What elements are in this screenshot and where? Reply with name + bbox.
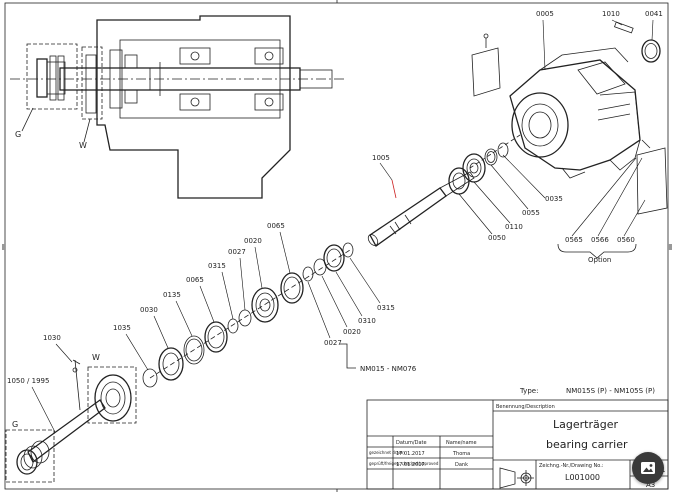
part-label-0027-upper: 0027 xyxy=(228,248,246,256)
row1-name: Thoma xyxy=(452,451,470,457)
part-labels: 0005 1010 0041 1005 0035 0055 0110 0050 … xyxy=(7,10,663,433)
part-label-0110: 0110 xyxy=(505,223,523,231)
lower-label-w: W xyxy=(92,353,100,362)
part-0041-seal xyxy=(641,39,661,63)
part-label-0030: 0030 xyxy=(140,306,158,314)
lower-shaft xyxy=(5,359,106,483)
part-label-1050-1995: 1050 / 1995 xyxy=(7,377,49,385)
expand-image-button[interactable] xyxy=(632,452,664,484)
part-label-1010: 1010 xyxy=(602,10,620,18)
part-label-1035: 1035 xyxy=(113,324,131,332)
option-bracket xyxy=(557,243,637,259)
expand-image-icon xyxy=(641,462,655,474)
row1-label: gezeichnet drawn xyxy=(369,450,405,455)
name-header: Name/name xyxy=(446,440,477,446)
lower-label-g: G xyxy=(12,420,18,429)
part-label-1030: 1030 xyxy=(43,334,61,342)
designation-header: Benennung/Description xyxy=(496,404,555,410)
bearing-housing xyxy=(471,33,668,215)
title-de: Lagerträger xyxy=(553,418,618,431)
drawing-no-label: Zeichng.-Nr./Drawing No.: xyxy=(539,463,604,469)
part-label-0315-lower: 0315 xyxy=(377,304,395,312)
type-value: NM015S (P) - NM105S (P) xyxy=(566,387,655,395)
part-label-0310: 0310 xyxy=(358,317,376,325)
upper-bearing-stack xyxy=(448,134,521,195)
part-label-1005: 1005 xyxy=(372,154,390,162)
title-en: bearing carrier xyxy=(546,438,628,451)
part-label-0055: 0055 xyxy=(522,209,540,217)
sectional-view xyxy=(10,15,345,199)
row2-label: geprüft/freigeg. checked/approved xyxy=(369,461,439,466)
part-label-0560: 0560 xyxy=(617,236,635,244)
part-label-0035: 0035 xyxy=(545,195,563,203)
date-header: Datum/Date xyxy=(396,440,427,446)
part-label-0566: 0566 xyxy=(591,236,609,244)
sheet-format: A3 xyxy=(646,481,655,489)
part-label-0065-lower: 0065 xyxy=(186,276,204,284)
section-label-g: G xyxy=(15,130,21,139)
part-label-0050: 0050 xyxy=(488,234,506,242)
drawing-no: L001000 xyxy=(565,473,600,482)
lower-ring-stack xyxy=(142,242,354,388)
part-1010-pin xyxy=(614,21,634,34)
section-label-w: W xyxy=(79,141,87,150)
part-label-0020-lower: 0020 xyxy=(343,328,361,336)
part-label-0020-upper: 0020 xyxy=(244,237,262,245)
range-bracket xyxy=(340,343,356,369)
row2-date: 17.01.2017 xyxy=(396,462,425,468)
row2-name: Dank xyxy=(455,462,468,468)
range-label: NM015 - NM076 xyxy=(360,365,417,373)
part-label-0315-upper: 0315 xyxy=(208,262,226,270)
part-label-0065-upper: 0065 xyxy=(267,222,285,230)
part-label-0565: 0565 xyxy=(565,236,583,244)
part-label-0041: 0041 xyxy=(645,10,663,18)
part-label-0027-lower: 0027 xyxy=(324,339,342,347)
part-label-0005: 0005 xyxy=(536,10,554,18)
lower-seal-detail xyxy=(87,366,137,424)
type-label: Type: xyxy=(519,387,538,395)
row1-date: 17.01.2017 xyxy=(396,451,425,457)
part-label-0135: 0135 xyxy=(163,291,181,299)
part-1005-shaft xyxy=(367,171,475,247)
option-label: Option xyxy=(588,256,611,264)
